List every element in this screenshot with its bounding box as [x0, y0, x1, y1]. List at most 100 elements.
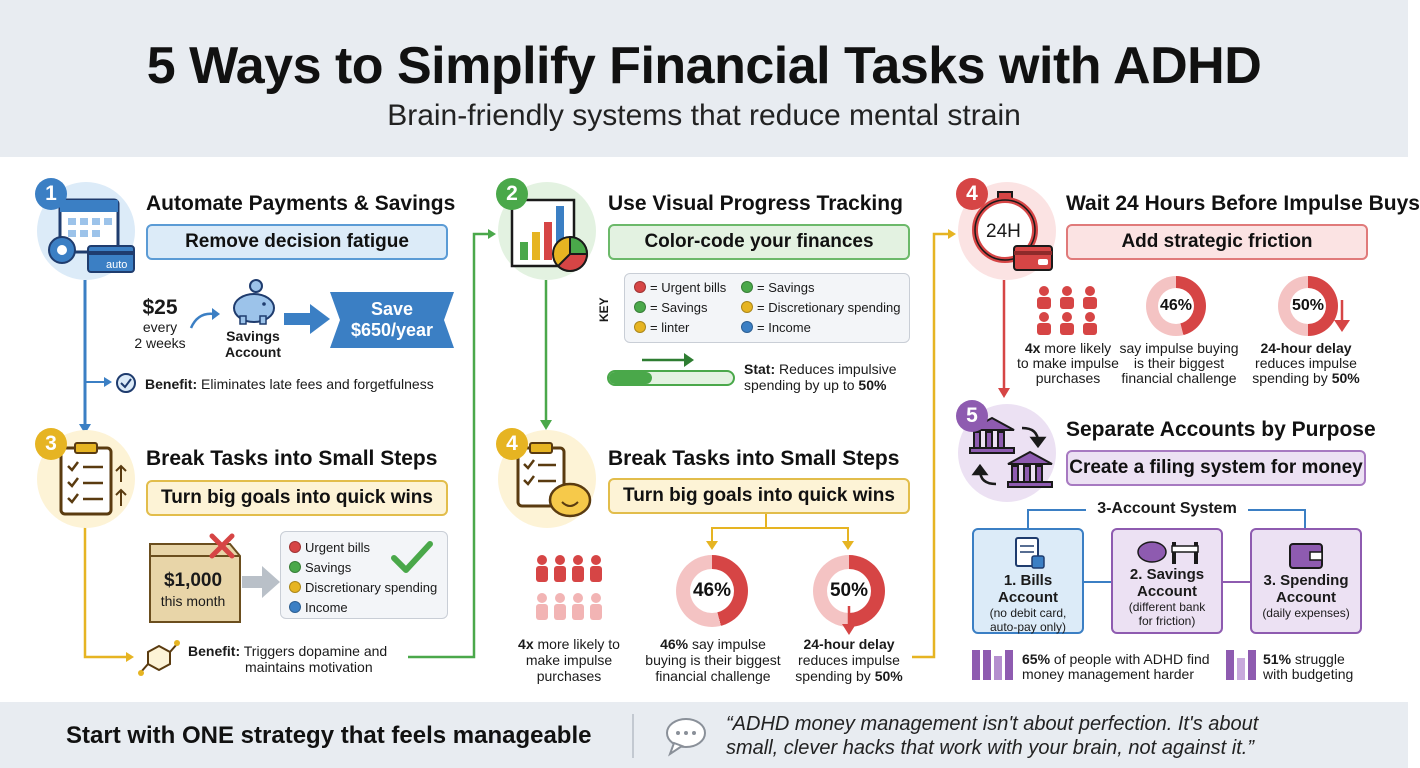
arrowhead-4-5	[998, 388, 1010, 398]
green-arrow-icon	[642, 353, 694, 367]
arrowhead-1-3	[79, 424, 91, 434]
sec5-stat1-line2: money management harder	[1022, 666, 1194, 682]
donut-46-middle-label: 46%	[690, 569, 734, 613]
green-check-icon	[391, 541, 433, 573]
bills-account-sub2: auto-pay only)	[989, 620, 1067, 634]
color-key-dot	[741, 321, 753, 333]
sec4-stat1-line1: 4x more likely	[1024, 340, 1112, 356]
spending-account-sub1: (daily expenses)	[1262, 606, 1350, 620]
color-key-item: = Savings	[741, 280, 814, 295]
sec4-stat2-line3: financial challenge	[1121, 370, 1237, 386]
sec4b-stat3-line3: spending by 50%	[795, 668, 903, 684]
connector-4b-4	[912, 232, 952, 659]
sec4b-stat1-line3: purchases	[536, 668, 602, 684]
list-item: Urgent bills	[289, 540, 370, 555]
section2-badge: 2	[496, 178, 528, 210]
curved-arrow-icon	[189, 308, 220, 329]
list-item: Savings	[289, 560, 351, 575]
stopwatch-card-icon: 24H	[972, 191, 1053, 271]
stat-line2: spending by up to 50%	[744, 377, 887, 393]
sec4-stat3-line2: reduces impulse	[1255, 355, 1357, 371]
calendar-gear-icon: auto	[48, 198, 135, 273]
wallet-icon	[1289, 543, 1323, 569]
section4b-pill: Turn big goals into quick wins	[608, 478, 910, 514]
branch-lines-4b	[711, 514, 849, 544]
sec4b-stat1-line1: 4x more likely to	[518, 636, 620, 652]
bars-65-icon	[972, 650, 1013, 680]
arrowhead-4b-4	[948, 229, 956, 239]
page-subtitle: Brain-friendly systems that reduce menta…	[387, 99, 1021, 132]
down-arrow-red-icon	[1334, 300, 1350, 332]
savings-account-title1: 2. Savings	[1129, 566, 1205, 583]
section4b-badge: 4	[496, 428, 528, 460]
account-bracket	[1027, 509, 1306, 528]
document-lock-icon	[1015, 537, 1045, 569]
sec4b-stat2-line3: financial challenge	[655, 668, 771, 684]
section2-pill: Color-code your finances	[608, 224, 910, 260]
piggy-gate-icon	[1137, 541, 1199, 564]
color-key-dot	[634, 321, 646, 333]
section4b-title: Break Tasks into Small Steps	[608, 447, 900, 470]
arrowhead-3-2	[488, 229, 496, 239]
list-label: Savings	[305, 560, 352, 575]
arrowhead-benefit-1	[104, 377, 112, 387]
key-label: KEY	[597, 297, 611, 322]
clipboard-checklist-icon	[59, 442, 127, 516]
section1-benefit: Benefit: Eliminates late fees and forget…	[145, 376, 434, 392]
clock-24h-label: 24H	[986, 221, 1021, 242]
list-dot	[289, 561, 301, 573]
gray-arrow-icon	[242, 566, 280, 598]
sec5-stat2-line2: with budgeting	[1263, 666, 1354, 682]
connector-benefit-3	[83, 520, 130, 659]
progress-fill	[609, 372, 653, 384]
stat-line1: Stat: Reduces impulsive	[744, 361, 897, 377]
save-banner-line2: $650/year	[350, 320, 434, 340]
section3-benefit-line2: maintains motivation	[245, 659, 373, 675]
people-grid-icon	[536, 555, 602, 620]
section4-pill: Add strategic friction	[1066, 224, 1368, 260]
down-arrow-icon	[842, 606, 856, 635]
list-dot	[289, 601, 301, 613]
arrowhead-branch-a	[706, 541, 718, 550]
box-icon	[149, 533, 241, 623]
section1-badge: 1	[35, 178, 67, 210]
section1-title: Automate Payments & Savings	[146, 192, 456, 215]
sec4b-stat3-line1: 24-hour delay	[803, 636, 895, 652]
sec4-stat2-line1: say impulse buying	[1119, 340, 1239, 356]
footer-quote-line2: small, clever hacks that work with your …	[726, 737, 1254, 759]
spending-account-card: 3. Spending Account (daily expenses)	[1250, 528, 1362, 634]
sec4-stat3-line1: 24-hour delay	[1260, 340, 1352, 356]
spending-account-title2: Account	[1276, 589, 1336, 606]
molecule-icon	[138, 640, 180, 676]
box-amount: $1,000	[163, 570, 223, 591]
progress-bar	[607, 370, 735, 386]
save-banner	[330, 292, 454, 348]
donut-50-middle-label: 50%	[827, 569, 871, 613]
list-label: Income	[305, 600, 348, 615]
section5-pill: Create a filing system for money	[1066, 450, 1366, 486]
sec4-stat1-line2: to make impulse	[1017, 355, 1119, 371]
section5-badge: 5	[956, 400, 988, 432]
bars-51-icon	[1226, 650, 1256, 680]
page-title: 5 Ways to Simplify Financial Tasks with …	[146, 37, 1262, 95]
color-key-item: = Discretionary spending	[741, 300, 900, 315]
color-key-label: = linter	[650, 320, 690, 335]
section4-badge: 4	[956, 178, 988, 210]
section3-benefit-line1: Benefit: Triggers dopamine and	[188, 643, 388, 659]
section3-title: Break Tasks into Small Steps	[146, 447, 438, 470]
color-key-box	[624, 273, 910, 343]
amount-weeks: 2 weeks	[134, 335, 186, 351]
savings-account-label-2: Account	[225, 344, 281, 360]
people-grid-red-icon	[1037, 286, 1097, 335]
card-auto-label: auto	[106, 259, 127, 271]
sec5-stat2-line1: 51% struggle	[1263, 651, 1345, 667]
list-label: Urgent bills	[305, 540, 371, 555]
bills-account-title2: Account	[998, 589, 1058, 606]
color-key-dot	[634, 281, 646, 293]
three-account-label: 3-Account System	[1086, 500, 1248, 518]
color-key-label: = Discretionary spending	[757, 300, 901, 315]
arrowhead-benefit-3	[126, 652, 134, 662]
section4-title: Wait 24 Hours Before Impulse Buys	[1066, 192, 1420, 215]
section5-title: Separate Accounts by Purpose	[1066, 418, 1376, 441]
sec4b-stat3-line2: reduces impulse	[798, 652, 900, 668]
